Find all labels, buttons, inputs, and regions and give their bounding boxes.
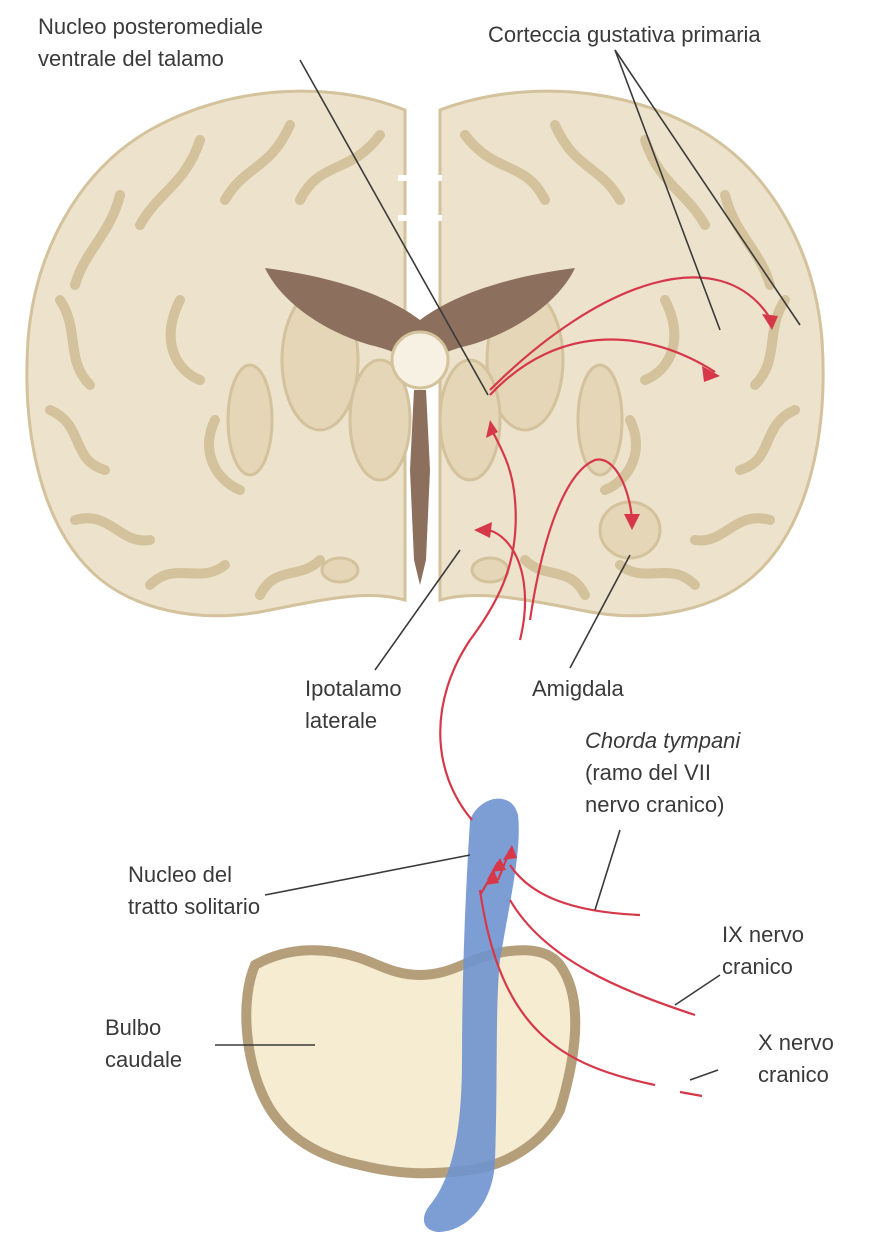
label-bulb-line2: caudale — [105, 1047, 182, 1072]
label-hypothalamus-line1: Ipotalamo — [305, 676, 402, 701]
third-ventricle — [410, 390, 430, 585]
label-ix-line2: cranico — [722, 954, 793, 979]
brain-coronal-section — [27, 91, 823, 616]
thalamus — [392, 332, 448, 388]
label-chorda-line3: nervo cranico) — [585, 792, 724, 817]
label-hypothalamus-line2: laterale — [305, 708, 377, 733]
label-chorda-line2: (ramo del VII — [585, 760, 711, 785]
caudal-medulla — [246, 950, 575, 1173]
label-ix-line1: IX nervo — [722, 922, 804, 947]
label-nts-line1: Nucleo del — [128, 862, 232, 887]
label-bulb-line1: Bulbo — [105, 1015, 161, 1040]
label-nts-line2: tratto solitario — [128, 894, 260, 919]
label-x-line1: X nervo — [758, 1030, 834, 1055]
label-primary-gustatory-cortex: Corteccia gustativa primaria — [488, 22, 761, 47]
label-amygdala: Amigdala — [532, 676, 624, 701]
label-x-line2: cranico — [758, 1062, 829, 1087]
label-vpm-line1: Nucleo posteromediale — [38, 14, 263, 39]
label-chorda-tympani: Chorda tympani — [585, 728, 741, 753]
label-vpm-line2: ventrale del talamo — [38, 46, 224, 71]
